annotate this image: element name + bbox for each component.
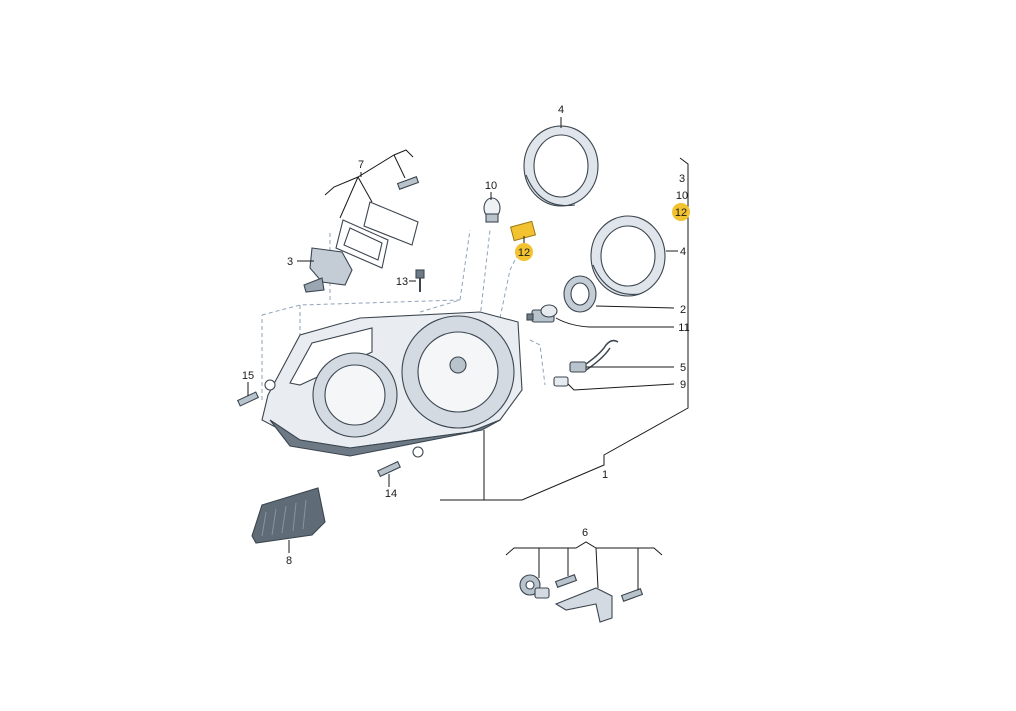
part-8-cover <box>251 487 326 544</box>
callout-11: 11 <box>678 322 689 334</box>
callout-10-part: 10 <box>485 180 497 192</box>
part-14-screw <box>377 460 401 478</box>
callout-13: 13 <box>396 276 408 288</box>
callout-10-list: 10 <box>676 190 688 202</box>
callout-7: 7 <box>358 159 364 171</box>
callout-12-list: 12 <box>675 207 687 219</box>
part-2-socket <box>563 275 597 313</box>
callout-4-right: 4 <box>680 246 686 258</box>
callout-6: 6 <box>582 527 588 539</box>
leader-lines <box>247 117 689 590</box>
part-15-screw <box>236 391 260 407</box>
highlight-marker-12-list <box>672 203 690 221</box>
part-5-harness <box>569 339 619 373</box>
part-12-connector <box>509 220 537 242</box>
part-7-gasket-set <box>335 176 420 269</box>
part-10-small-bulb <box>483 197 501 223</box>
part-1-headlamp <box>261 311 523 458</box>
callout-3-part: 3 <box>287 256 293 268</box>
part-13-screw <box>415 269 425 292</box>
part-9-side-bulb <box>553 376 569 387</box>
callout-3-list: 3 <box>679 173 685 185</box>
callout-1: 1 <box>602 469 608 481</box>
part-3-motor <box>303 247 353 293</box>
part-11-bulb <box>526 304 558 323</box>
callout-5: 5 <box>680 362 686 374</box>
part-4-ring-top <box>523 125 599 207</box>
part-6-bracket-kit <box>519 574 644 623</box>
callout-15: 15 <box>242 370 254 382</box>
part-4-ring-right <box>590 215 666 297</box>
highlight-marker-12-part <box>515 243 533 261</box>
callout-9: 9 <box>680 379 686 391</box>
callout-4-top: 4 <box>558 104 564 116</box>
callout-8: 8 <box>286 555 292 567</box>
callout-2: 2 <box>680 304 686 316</box>
callout-14: 14 <box>385 488 397 500</box>
callout-12-part: 12 <box>518 247 530 259</box>
callout-labels: 4 7 10 12 3 10 12 4 3 13 2 11 5 15 9 1 1… <box>242 104 690 567</box>
